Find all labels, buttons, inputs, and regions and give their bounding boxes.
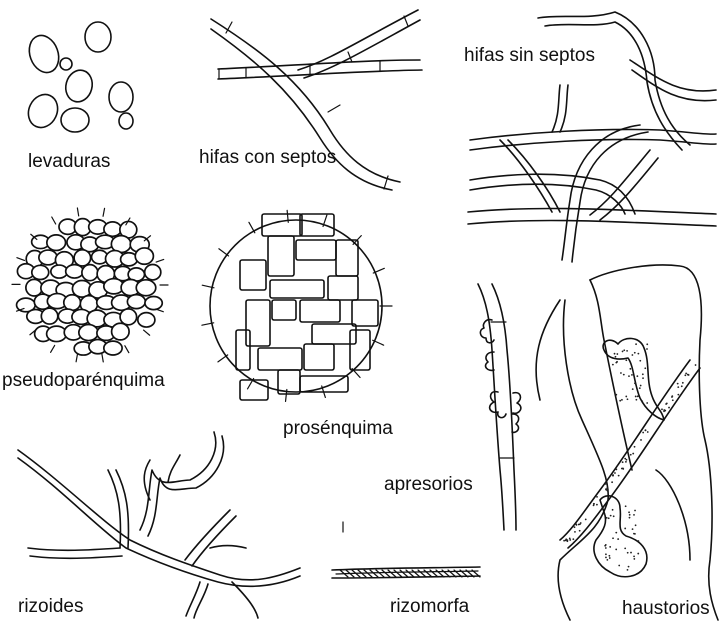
label-haustorios: haustorios xyxy=(622,598,710,619)
rizomorfa-drawing xyxy=(332,522,480,578)
pseudoparenquima-drawing xyxy=(12,208,168,362)
apresorios-drawing xyxy=(478,284,521,530)
levaduras-drawing xyxy=(23,22,133,132)
label-pseudoparenquima: pseudoparénquima xyxy=(2,370,165,391)
label-hifas-con-septos: hifas con septos xyxy=(199,147,336,168)
haustorios-drawing xyxy=(536,265,718,620)
label-rizoides: rizoides xyxy=(18,596,83,617)
rizoides-drawing xyxy=(18,432,300,618)
label-hifas-sin-septos: hifas sin septos xyxy=(464,45,595,66)
label-rizomorfa: rizomorfa xyxy=(390,596,470,617)
label-levaduras: levaduras xyxy=(28,151,110,172)
label-prosenquima: prosénquima xyxy=(283,418,393,439)
label-apresorios: apresorios xyxy=(384,474,473,495)
prosenquima-drawing xyxy=(202,210,392,401)
